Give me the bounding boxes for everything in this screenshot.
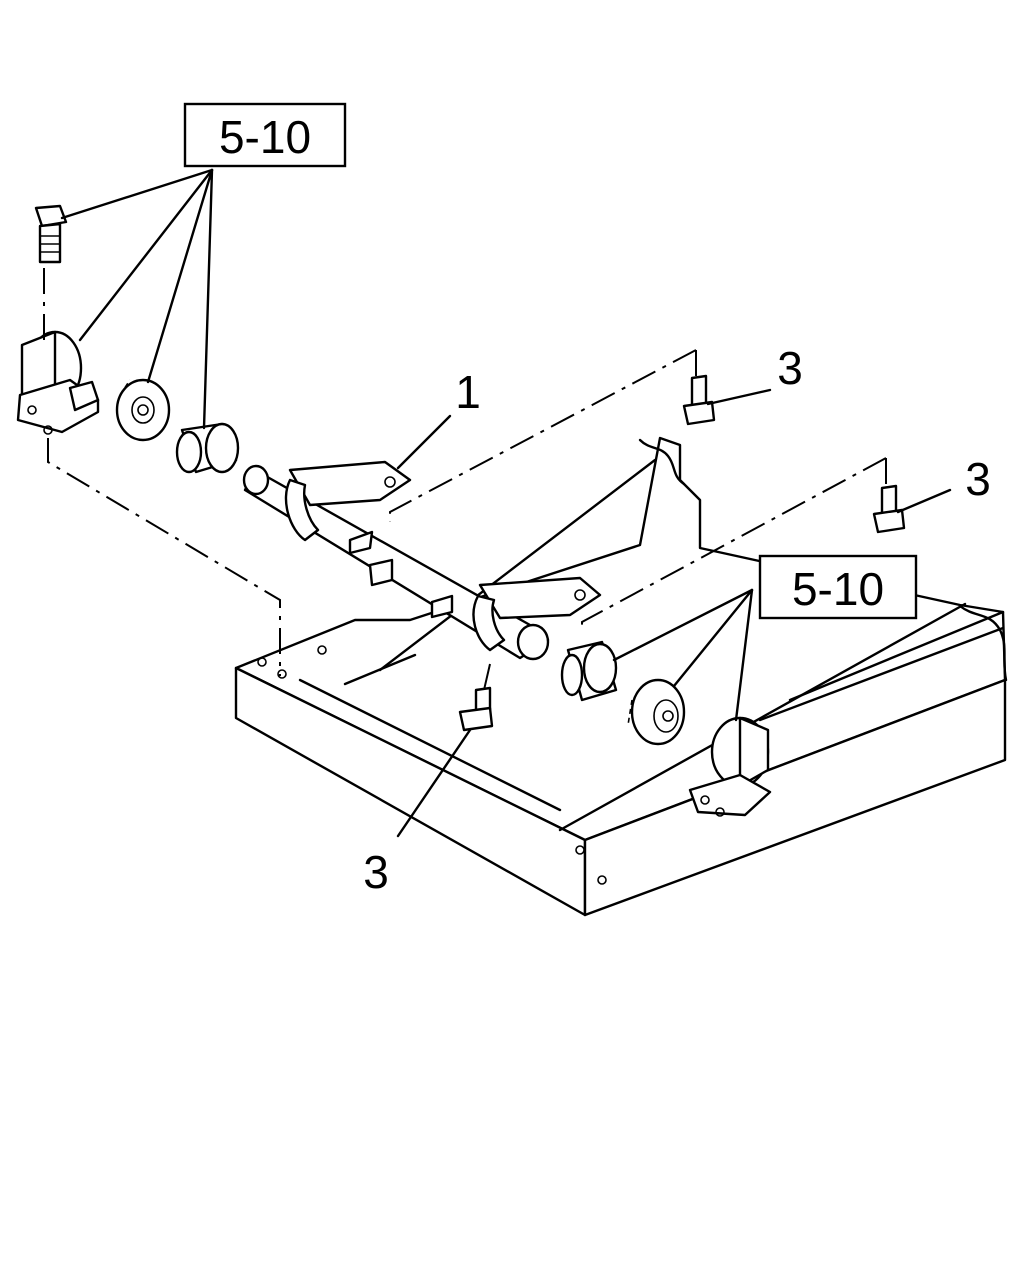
callout-ref-right-label: 5-10 — [792, 563, 884, 615]
callout-ref-right: 5-10 — [758, 554, 918, 620]
callout-ref-top: 5-10 — [183, 102, 347, 168]
callout-ref-top-label: 5-10 — [219, 111, 311, 163]
callout-part-3-mid: 3 — [965, 453, 991, 505]
frame-base — [234, 436, 1008, 917]
screw-mid — [872, 484, 906, 534]
left-mount-assembly — [16, 204, 240, 474]
callout-part-3-bottom: 3 — [363, 846, 389, 898]
cross-shaft — [242, 460, 602, 661]
right-mount-assembly — [560, 640, 772, 817]
screw-bottom — [458, 686, 494, 732]
callout-part-1: 1 — [455, 366, 481, 418]
screw-top — [682, 374, 716, 426]
callout-part-3-top: 3 — [777, 342, 803, 394]
center-lines — [43, 268, 887, 691]
leader-lines — [60, 168, 952, 838]
